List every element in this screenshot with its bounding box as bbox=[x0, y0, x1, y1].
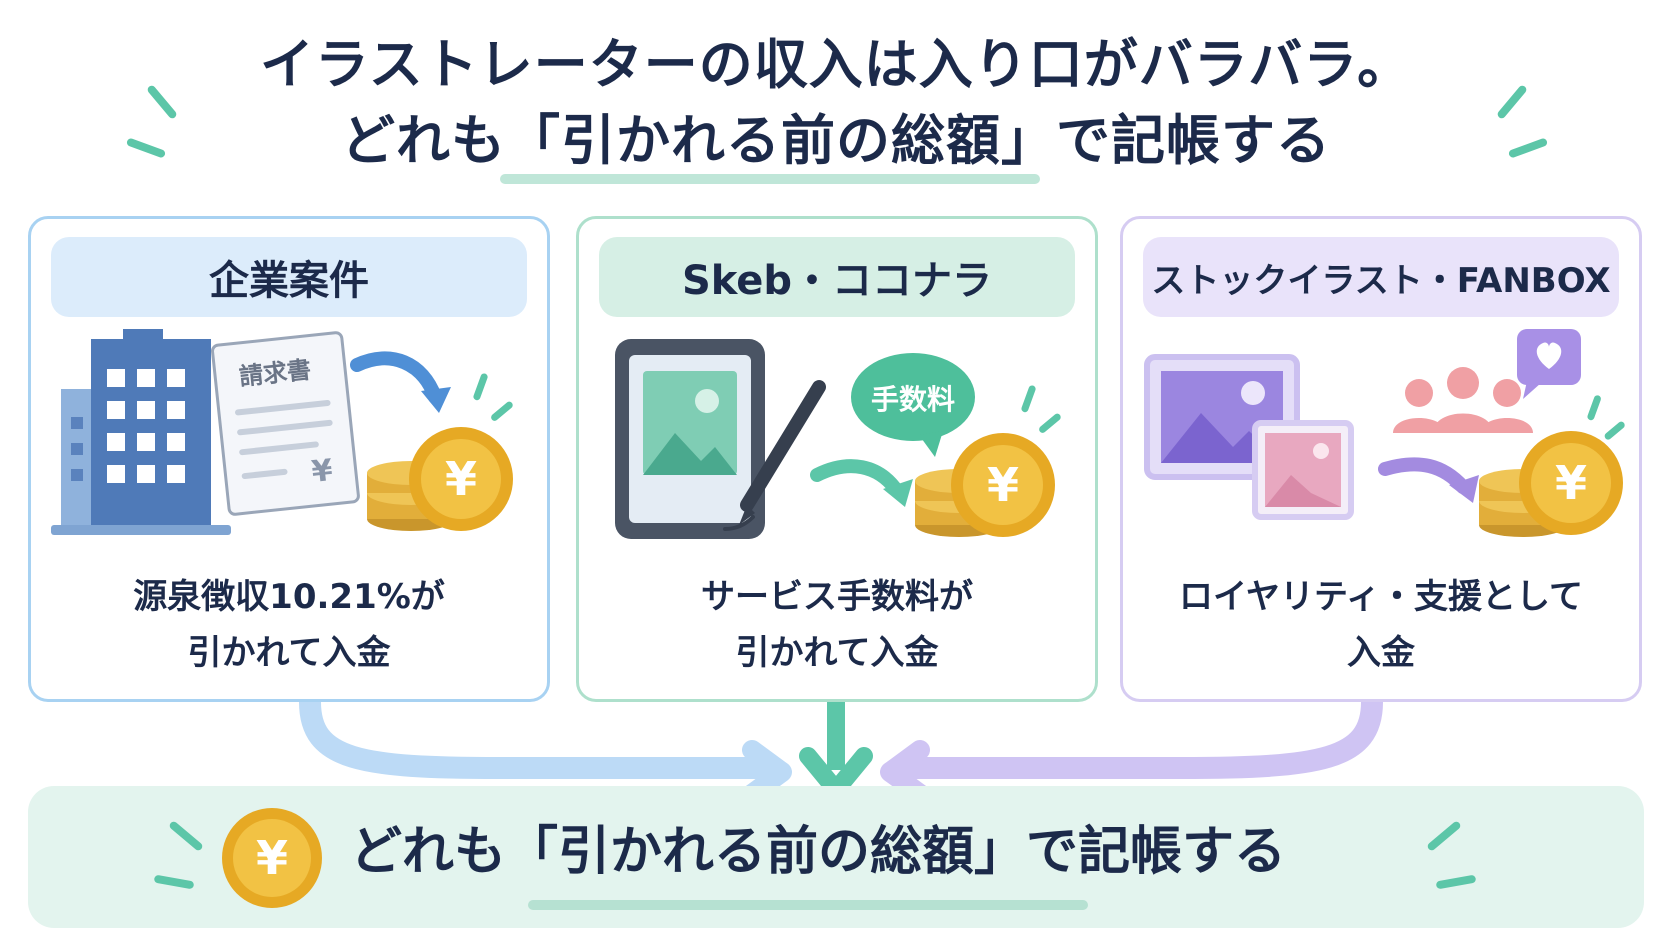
title-line-2: どれも「引かれる前の総額」で記帳する bbox=[341, 109, 1331, 172]
title-line-1: イラストレーターの収入は入り口がバラバラ。 bbox=[259, 33, 1413, 96]
office-building-icon bbox=[51, 329, 231, 535]
yen-coin-stack-icon: ¥ bbox=[367, 427, 513, 531]
card-skeb-coconala: Skeb・ココナラ 手数料 ¥ bbox=[576, 216, 1098, 702]
svg-text:¥: ¥ bbox=[987, 458, 1019, 512]
card-heading: Skeb・ココナラ bbox=[599, 237, 1075, 317]
yen-coin-icon: ¥ bbox=[222, 808, 322, 908]
tablet-pen-icon bbox=[615, 339, 826, 539]
summary-text: どれも「引かれる前の総額」で記帳する bbox=[350, 822, 1287, 882]
card-illustration: ¥ bbox=[1144, 329, 1625, 537]
svg-text:¥: ¥ bbox=[256, 831, 288, 885]
card-illustration: 請求書 ¥ ¥ bbox=[51, 329, 513, 535]
svg-text:手数料: 手数料 bbox=[871, 383, 955, 416]
title-underline bbox=[500, 174, 1040, 184]
svg-text:¥: ¥ bbox=[1555, 456, 1587, 510]
card-description: 源泉徴収10.21%が 引かれて入金 bbox=[133, 577, 445, 673]
svg-text:¥: ¥ bbox=[310, 453, 335, 490]
heart-bubble-icon bbox=[1517, 329, 1581, 399]
speech-bubble-icon: 手数料 bbox=[851, 353, 975, 457]
card-description: サービス手数料が 引かれて入金 bbox=[701, 577, 973, 673]
invoice-icon: 請求書 ¥ bbox=[211, 331, 360, 516]
card-description: ロイヤリティ・支援として 入金 bbox=[1179, 577, 1583, 673]
card-heading: ストックイラスト・FANBOX bbox=[1143, 237, 1619, 317]
curved-arrow-icon bbox=[810, 459, 904, 498]
summary-underline bbox=[528, 900, 1088, 910]
image-gallery-icon bbox=[1144, 354, 1354, 520]
svg-text:¥: ¥ bbox=[445, 452, 477, 506]
people-icon bbox=[1393, 367, 1533, 433]
card-stock-fanbox: ストックイラスト・FANBOX bbox=[1120, 216, 1642, 702]
card-heading: 企業案件 bbox=[51, 237, 527, 317]
curved-arrow-icon bbox=[1378, 457, 1470, 494]
card-illustration: 手数料 ¥ bbox=[615, 339, 1061, 539]
yen-coin-stack-icon: ¥ bbox=[915, 433, 1055, 537]
card-corporate: 企業案件 請求書 ¥ bbox=[28, 216, 550, 702]
curved-arrow-icon bbox=[350, 351, 442, 404]
yen-coin-stack-icon: ¥ bbox=[1479, 431, 1623, 537]
